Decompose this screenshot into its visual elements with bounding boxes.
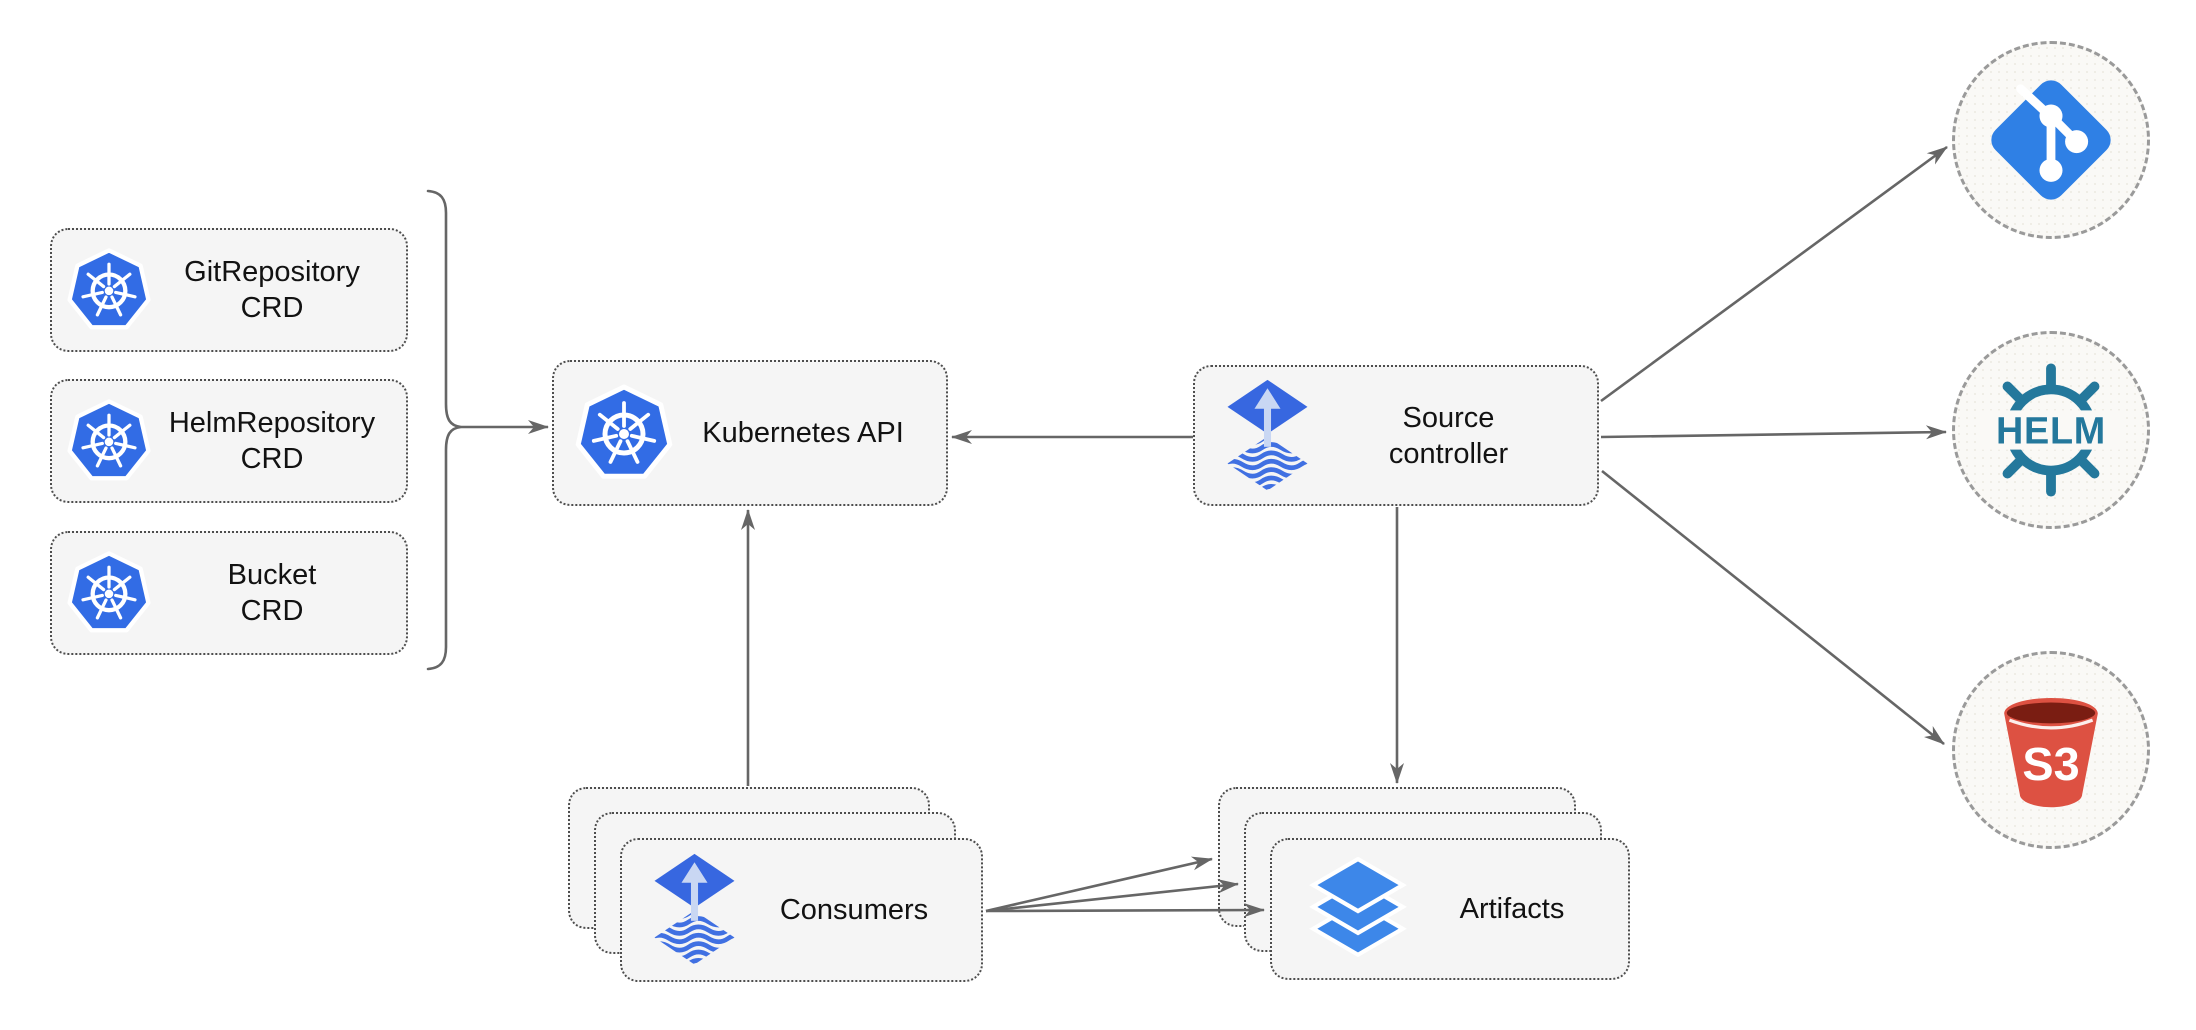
layers-icon bbox=[1306, 857, 1410, 961]
kubernetes-icon bbox=[66, 247, 152, 333]
arrow-source-to-helm bbox=[1600, 425, 1947, 440]
arrow-source-to-git bbox=[1600, 145, 1948, 403]
kubernetes-icon bbox=[66, 398, 152, 484]
arrow-source-to-s3 bbox=[1601, 469, 1945, 746]
helm-logo-text: HELM bbox=[1996, 410, 2106, 452]
source-controller-label: Source controller bbox=[1388, 401, 1509, 470]
helm-source-circle: HELM bbox=[1952, 331, 2150, 529]
helmrepository-crd-label: HelmRepository CRD bbox=[168, 407, 376, 475]
crd-group-bracket bbox=[426, 189, 462, 671]
gitrepository-crd-label: GitRepository CRD bbox=[184, 256, 360, 324]
arrow-consumers-to-artifacts-back bbox=[985, 856, 1213, 913]
gitrepository-crd-node: GitRepository CRD bbox=[50, 228, 408, 352]
s3-source-circle: S3 bbox=[1952, 651, 2150, 849]
bucket-crd-node: Bucket CRD bbox=[50, 531, 408, 655]
arrow-consumers-to-artifacts-mid bbox=[985, 879, 1239, 913]
git-source-circle bbox=[1952, 41, 2150, 239]
git-icon bbox=[1971, 60, 2131, 220]
kubernetes-icon bbox=[574, 383, 674, 483]
flux-icon bbox=[1221, 378, 1314, 493]
kubernetes-api-node: Kubernetes API bbox=[552, 360, 948, 506]
helmrepository-crd-node: HelmRepository CRD bbox=[50, 379, 408, 503]
kubernetes-api-label: Kubernetes API bbox=[702, 417, 904, 449]
source-controller-node: Source controller bbox=[1193, 365, 1599, 506]
consumers-node: Consumers bbox=[620, 838, 983, 982]
helm-icon: HELM bbox=[1981, 363, 2121, 497]
s3-bucket-icon: S3 bbox=[2004, 698, 2098, 808]
flux-icon bbox=[648, 852, 741, 967]
consumers-label: Consumers bbox=[779, 894, 929, 926]
artifacts-node: Artifacts bbox=[1270, 838, 1630, 980]
bucket-crd-label: Bucket CRD bbox=[227, 559, 317, 627]
artifacts-label: Artifacts bbox=[1459, 893, 1565, 925]
s3-logo-text: S3 bbox=[2022, 738, 2079, 790]
kubernetes-icon bbox=[66, 550, 152, 636]
